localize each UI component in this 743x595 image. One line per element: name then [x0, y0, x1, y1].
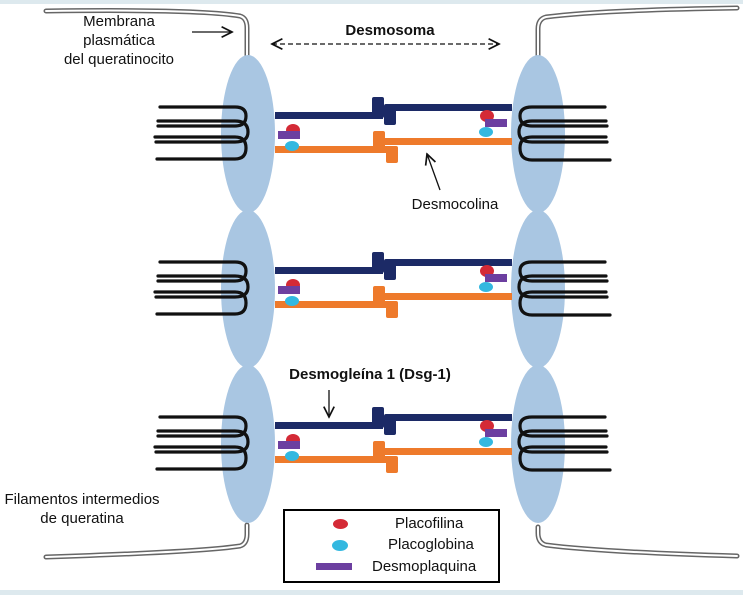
right-plaque — [511, 210, 565, 368]
legend-label: Desmoplaquina — [372, 558, 477, 575]
desmoglein-right-head — [384, 414, 396, 435]
filament-loop — [156, 260, 248, 283]
membrane-label: Membrana plasmática del queratinocito — [60, 12, 178, 69]
placoglobina-icon — [285, 451, 299, 461]
desmoplaquina-icon — [278, 441, 300, 449]
placoglobina-swatch-icon — [332, 540, 348, 551]
desmocollin-left-head — [386, 456, 398, 473]
desmoplaquina-icon — [278, 286, 300, 294]
desmoplaquina-icon — [485, 274, 507, 282]
placoglobina-icon — [479, 282, 493, 292]
filament-loop — [518, 290, 612, 317]
desmocollin-left-strand — [275, 146, 395, 153]
desmoplaquina-icon — [485, 429, 507, 437]
desmoplaquina-icon — [485, 119, 507, 127]
desmocollin-right-strand — [378, 293, 512, 300]
right-keratin-filaments — [517, 260, 612, 317]
filament-loop — [518, 445, 612, 472]
desmoglein-left-head — [372, 407, 384, 428]
filament-loop — [153, 445, 248, 471]
desmocollin-arrow — [427, 154, 441, 191]
filament-loop — [153, 135, 248, 161]
legend-label: Placoglobina — [388, 536, 474, 553]
filaments-label: Filamentos intermedios de queratina — [2, 490, 162, 528]
desmoglein-right-head — [384, 104, 396, 125]
filament-loop — [154, 274, 250, 299]
legend-item-placoglobina: Placoglobina — [285, 535, 498, 557]
filament-loop — [156, 415, 248, 438]
filament-loop — [517, 429, 609, 454]
filament-loop — [154, 119, 250, 144]
filament-loop — [517, 274, 609, 299]
left-keratin-filaments — [153, 415, 250, 471]
right-cell-membrane — [535, 5, 740, 559]
desmoglein-right-strand — [387, 259, 512, 266]
membrane-label-line3: del queratinocito — [63, 51, 175, 68]
frame-top-border — [0, 0, 743, 4]
desmocollin-right-strand — [378, 138, 512, 145]
right-keratin-filaments — [517, 105, 612, 162]
legend-item-placofilina: Placofilina — [285, 513, 498, 535]
filament-loop — [518, 415, 609, 438]
legend: Placofilina Placoglobina Desmoplaquina — [283, 509, 500, 583]
desmoglein-right-strand — [387, 104, 512, 111]
right-keratin-filaments — [517, 415, 612, 472]
desmoglein-left-strand — [275, 112, 383, 119]
desmoglein-right-head — [384, 259, 396, 280]
filaments-label-line1: Filamentos intermedios — [4, 491, 160, 508]
filament-loop — [517, 119, 609, 144]
frame-bottom-border — [0, 590, 743, 595]
desmoglein-right-strand — [387, 414, 512, 421]
legend-item-desmoplaquina: Desmoplaquina — [285, 557, 498, 579]
filament-loop — [156, 105, 248, 128]
junction-unit — [153, 55, 612, 213]
desmocollin-left-head — [386, 301, 398, 318]
membrane-label-line2: plasmática — [83, 32, 155, 49]
desmocollin-left-strand — [275, 301, 395, 308]
desmocollin-label: Desmocolina — [411, 196, 499, 213]
filament-loop — [518, 105, 609, 128]
filament-loop — [154, 429, 250, 454]
membrane-label-line1: Membrana — [83, 13, 155, 30]
placoglobina-icon — [479, 127, 493, 137]
junction-unit — [153, 210, 612, 368]
desmoplaquina-icon — [278, 131, 300, 139]
filaments-label-line2: de queratina — [40, 510, 124, 527]
legend-label: Placofilina — [395, 515, 464, 532]
junction-unit — [153, 365, 612, 523]
desmocollin-right-strand — [378, 448, 512, 455]
desmoglein-label: Desmogleína 1 (Dsg-1) — [289, 366, 451, 383]
filament-loop — [518, 135, 612, 162]
filament-loop — [153, 290, 248, 316]
desmoglein-left-head — [372, 252, 384, 273]
left-keratin-filaments — [153, 105, 250, 161]
desmosome-label: Desmosoma — [345, 22, 435, 39]
desmoglein-left-strand — [275, 267, 383, 274]
left-keratin-filaments — [153, 260, 250, 316]
left-cell-membrane — [43, 8, 250, 560]
desmocollin-right-head — [373, 131, 385, 148]
desmoplaquina-swatch-icon — [316, 563, 352, 570]
desmocollin-right-head — [373, 286, 385, 303]
filament-loop — [518, 260, 609, 283]
placofilina-swatch-icon — [333, 519, 348, 529]
placoglobina-icon — [479, 437, 493, 447]
desmoglein-left-strand — [275, 422, 383, 429]
right-plaque — [511, 55, 565, 213]
right-plaque — [511, 365, 565, 523]
desmocollin-left-strand — [275, 456, 395, 463]
desmocollin-right-head — [373, 441, 385, 458]
desmoglein-left-head — [372, 97, 384, 118]
placoglobina-icon — [285, 296, 299, 306]
placoglobina-icon — [285, 141, 299, 151]
desmocollin-left-head — [386, 146, 398, 163]
